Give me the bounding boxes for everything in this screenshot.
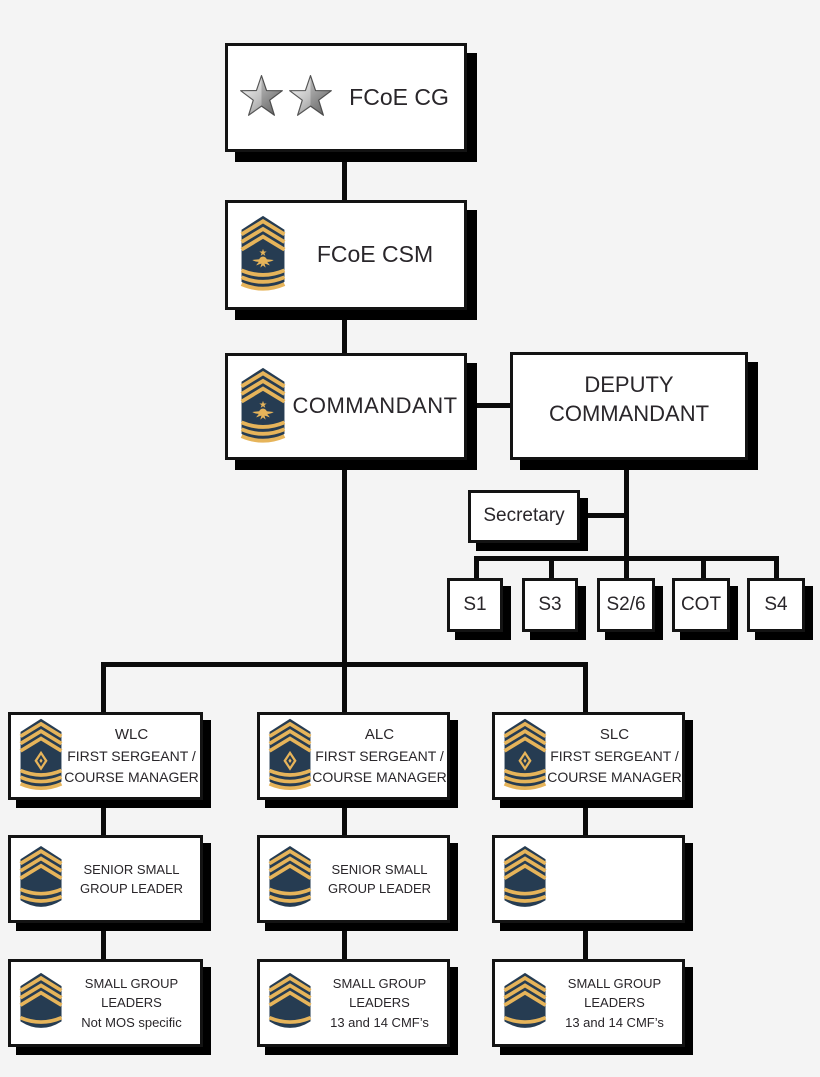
secretary-label: Secretary [483, 505, 565, 527]
alc-senior-sgl-label: SENIOR SMALL GROUP LEADER [312, 860, 447, 899]
wlc-first-sergeant-label: WLC FIRST SERGEANT / COURSE MANAGER [63, 724, 200, 789]
node-alc-senior-sgl: SENIOR SMALL GROUP LEADER [257, 835, 450, 923]
first-sergeant-insignia-icon [503, 718, 547, 794]
slc-course: SLC [599, 725, 630, 743]
slc-role1: FIRST SERGEANT / [550, 748, 679, 765]
node-alc-sgl: SMALL GROUP LEADERS 13 and 14 CMF’s [257, 959, 450, 1047]
wlc-senior-line1: SENIOR SMALL [83, 861, 180, 877]
alc-first-sergeant-label: ALC FIRST SERGEANT / COURSE MANAGER [312, 724, 447, 789]
node-wlc-sgl: SMALL GROUP LEADERS Not MOS specific [8, 959, 203, 1047]
wlc-senior-line2: GROUP LEADER [79, 881, 184, 896]
connector-secretary [578, 513, 626, 518]
node-alc-first-sergeant: ALC FIRST SERGEANT / COURSE MANAGER [257, 712, 450, 800]
node-secretary: Secretary [468, 490, 580, 543]
connector-slc-r1-r2 [583, 798, 588, 837]
alc-sgl-line2: LEADERS [349, 995, 410, 1011]
csm-insignia-icon [240, 359, 286, 455]
slc-sgl-line3: 13 and 14 CMF’s [565, 1014, 664, 1030]
connector-staff-bar [474, 556, 779, 561]
connector-wlc-r2-r3 [101, 921, 106, 961]
slc-sgl-line2: LEADERS [584, 995, 645, 1011]
wlc-sgl-line1: SMALL GROUP [84, 975, 179, 991]
s2-6-label: S2/6 [606, 593, 646, 615]
s3-label: S3 [538, 593, 562, 615]
node-s4: S4 [747, 578, 805, 632]
alc-senior-line2: GROUP LEADER [327, 881, 432, 896]
wlc-role2: COURSE MANAGER [64, 769, 199, 786]
wlc-sgl-line3: Not MOS specific [81, 1014, 182, 1030]
s1-label: S1 [463, 593, 487, 615]
ssg-insignia-icon [19, 972, 63, 1034]
two-silver-stars-icon [238, 74, 334, 121]
node-deputy-commandant: DEPUTY COMMANDANT [510, 352, 748, 460]
slc-first-sergeant-label: SLC FIRST SERGEANT / COURSE MANAGER [547, 724, 682, 789]
alc-role1: FIRST SERGEANT / [315, 748, 444, 765]
connector-stub-s4 [774, 556, 779, 580]
alc-role2: COURSE MANAGER [312, 769, 447, 786]
wlc-senior-sgl-label: SENIOR SMALL GROUP LEADER [63, 860, 200, 899]
alc-sgl-label: SMALL GROUP LEADERS 13 and 14 CMF’s [312, 974, 447, 1033]
commandant-label: COMMANDANT [292, 393, 458, 419]
slc-sgl-line1: SMALL GROUP [567, 975, 662, 991]
cot-label: COT [680, 593, 722, 615]
node-fcoe-csm: FCoE CSM [225, 200, 467, 310]
node-wlc-senior-sgl: SENIOR SMALL GROUP LEADER [8, 835, 203, 923]
deputy-commandant-label: DEPUTY COMMANDANT [513, 371, 745, 428]
ssg-insignia-icon [268, 972, 312, 1034]
node-slc-senior-sgl [492, 835, 685, 923]
connector-alc-r1-r2 [342, 798, 347, 837]
csm-insignia-icon [240, 207, 286, 303]
node-s3: S3 [522, 578, 578, 632]
deputy-line1: DEPUTY [584, 372, 674, 397]
sfc-insignia-icon [503, 845, 547, 913]
node-cot: COT [672, 578, 730, 632]
wlc-role1: FIRST SERGEANT / [67, 748, 196, 765]
alc-course: ALC [364, 725, 395, 743]
connector-stub-s3 [549, 556, 554, 580]
wlc-sgl-label: SMALL GROUP LEADERS Not MOS specific [63, 974, 200, 1033]
connector-commandant-down [342, 458, 347, 664]
node-fcoe-cg: FCoE CG [225, 43, 467, 152]
connector-stub-alc [342, 662, 347, 714]
first-sergeant-insignia-icon [19, 718, 63, 794]
alc-sgl-line1: SMALL GROUP [332, 975, 427, 991]
connector-stub-slc [583, 662, 588, 714]
alc-sgl-line3: 13 and 14 CMF’s [330, 1014, 429, 1030]
node-s2-6: S2/6 [597, 578, 655, 632]
node-slc-first-sergeant: SLC FIRST SERGEANT / COURSE MANAGER [492, 712, 685, 800]
connector-stub-cot [701, 556, 706, 580]
connector-wlc-r1-r2 [101, 798, 106, 837]
wlc-sgl-line2: LEADERS [101, 995, 162, 1011]
alc-senior-line1: SENIOR SMALL [331, 861, 428, 877]
node-slc-sgl: SMALL GROUP LEADERS 13 and 14 CMF’s [492, 959, 685, 1047]
connector-commandant-deputy [465, 403, 512, 408]
node-wlc-first-sergeant: WLC FIRST SERGEANT / COURSE MANAGER [8, 712, 203, 800]
slc-role2: COURSE MANAGER [547, 769, 682, 786]
slc-sgl-label: SMALL GROUP LEADERS 13 and 14 CMF’s [547, 974, 682, 1033]
s4-label: S4 [764, 593, 788, 615]
first-sergeant-insignia-icon [268, 718, 312, 794]
connector-stub-s1 [474, 556, 479, 580]
wlc-course: WLC [114, 725, 149, 743]
fcoe-csm-label: FCoE CSM [316, 241, 434, 268]
sfc-insignia-icon [19, 845, 63, 913]
connector-cg-csm [342, 152, 347, 202]
connector-slc-r2-r3 [583, 921, 588, 961]
connector-csm-commandant [342, 308, 347, 355]
connector-deputy-down [624, 458, 629, 580]
node-commandant: COMMANDANT [225, 353, 467, 460]
sfc-insignia-icon [268, 845, 312, 913]
connector-stub-wlc [101, 662, 106, 714]
connector-alc-r2-r3 [342, 921, 347, 961]
ssg-insignia-icon [503, 972, 547, 1034]
fcoe-cg-label: FCoE CG [349, 83, 449, 110]
node-s1: S1 [447, 578, 503, 632]
deputy-line2: COMMANDANT [548, 400, 710, 426]
